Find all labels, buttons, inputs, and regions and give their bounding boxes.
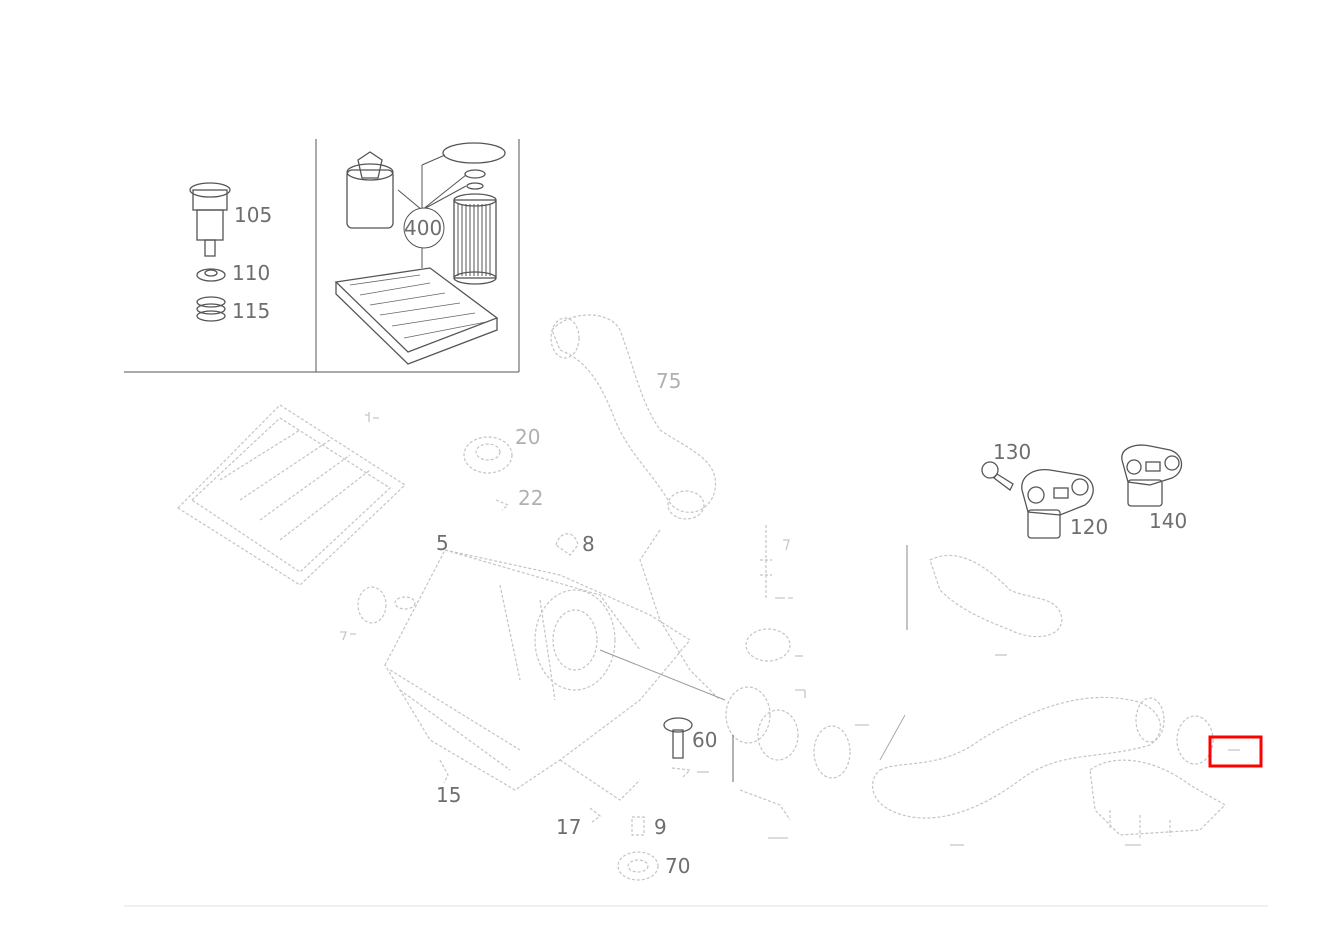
washer-part[interactable] <box>196 268 226 282</box>
callout-140: 140 <box>1149 509 1187 533</box>
clip-part-15[interactable] <box>439 759 449 784</box>
callout-5: 5 <box>436 531 449 555</box>
bolt-part-60[interactable] <box>663 717 693 779</box>
drain-bolt-part[interactable] <box>189 182 231 257</box>
grommet-part-70[interactable] <box>617 851 659 881</box>
sensor-part-center[interactable] <box>745 525 791 662</box>
faint-illegible-labels <box>340 412 1240 846</box>
intake-hose-part[interactable] <box>550 314 721 701</box>
clip-part-17[interactable] <box>589 807 601 823</box>
callout-15: 15 <box>436 783 461 807</box>
callout-60: 60 <box>692 728 717 752</box>
callout-20: 20 <box>515 425 540 449</box>
clamp-part-center[interactable] <box>813 725 851 779</box>
intake-pipe-part[interactable] <box>725 686 799 821</box>
callout-110: 110 <box>232 261 270 285</box>
long-intake-duct-part[interactable] <box>872 696 1214 819</box>
clip-part-8[interactable] <box>555 533 579 556</box>
callout-130: 130 <box>993 440 1031 464</box>
inset-panel <box>124 139 520 373</box>
seal-ring-part[interactable] <box>196 296 226 322</box>
callout-17: 17 <box>556 815 581 839</box>
clip-part-9[interactable] <box>631 816 645 836</box>
callout-105: 105 <box>234 203 272 227</box>
screw-part-130[interactable] <box>981 461 1014 491</box>
highlight-box[interactable] <box>1208 735 1263 768</box>
battery-tray-part[interactable] <box>177 404 406 586</box>
callout-70: 70 <box>665 854 690 878</box>
resonator-part[interactable] <box>1089 759 1226 838</box>
small-clip-part-22[interactable] <box>495 499 510 511</box>
pressure-sensor-part-120[interactable] <box>1021 469 1094 539</box>
callout-8: 8 <box>582 532 595 556</box>
callout-400: 400 <box>404 216 442 240</box>
callout-115: 115 <box>232 299 270 323</box>
filter-kit-part[interactable] <box>334 142 506 365</box>
charge-air-hose-part[interactable] <box>906 545 1063 638</box>
clamp-part-left[interactable] <box>357 586 416 624</box>
callout-22: 22 <box>518 486 543 510</box>
pressure-sensor-part-140[interactable] <box>1121 444 1183 507</box>
callout-9: 9 <box>654 815 667 839</box>
callout-120: 120 <box>1070 515 1108 539</box>
small-clamp-part-20[interactable] <box>463 436 513 474</box>
air-filter-housing-part[interactable] <box>384 549 726 801</box>
callout-75: 75 <box>656 369 681 393</box>
callout-labels: 105 110 115 400 75 20 22 5 8 130 120 140… <box>232 203 1187 878</box>
